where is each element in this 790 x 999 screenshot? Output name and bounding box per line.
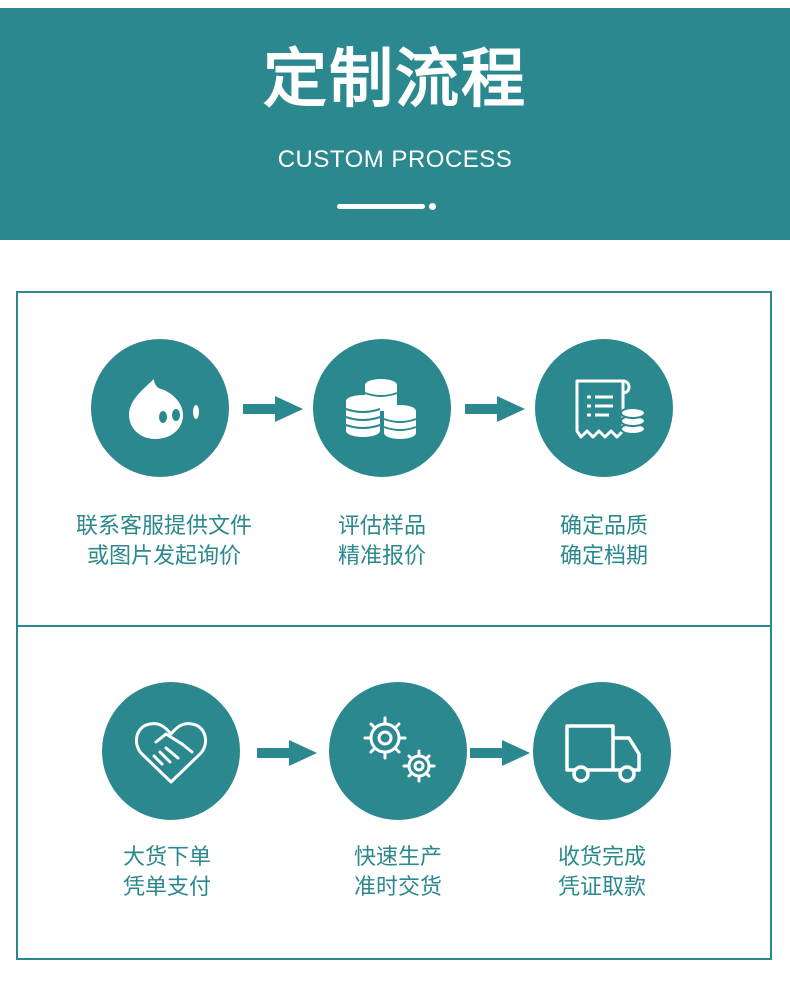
step-1-circle: [91, 339, 229, 477]
delivery-truck-icon: [565, 724, 641, 783]
step-5-line-1: 快速生产: [353, 845, 442, 870]
gears-icon: [363, 716, 436, 783]
arrow-right-icon: [470, 740, 530, 766]
page-subtitle: CUSTOM PROCESS: [277, 146, 513, 173]
chat-bubble-icon: [129, 379, 199, 439]
step-3-line-2: 确定档期: [559, 544, 648, 569]
arrow-right-icon: [243, 396, 303, 422]
arrow-right-icon: [257, 740, 317, 766]
step-4-circle: [102, 682, 240, 820]
step-5-line-2: 准时交货: [353, 875, 442, 900]
page-title: 定制流程: [263, 43, 527, 117]
step-6-circle: [533, 682, 671, 820]
step-2-label: 评估样品 精准报价: [262, 512, 502, 572]
arrow-right-icon: [465, 396, 525, 422]
step-2-circle: [313, 339, 451, 477]
step-4-label: 大货下单 凭单支付: [47, 843, 287, 903]
step-2-line-2: 精准报价: [337, 544, 426, 569]
header-banner: 定制流程 CUSTOM PROCESS: [0, 8, 790, 240]
step-6-line-1: 收货完成: [557, 845, 646, 870]
step-5-label: 快速生产 准时交货: [278, 843, 518, 903]
decorative-dot: [429, 203, 436, 210]
decorative-line: [337, 204, 425, 209]
handshake-heart-icon: [134, 722, 208, 784]
step-4-line-2: 凭单支付: [122, 875, 211, 900]
step-1-label: 联系客服提供文件 或图片发起询价: [44, 512, 284, 572]
step-5-circle: [329, 682, 467, 820]
step-2-line-1: 评估样品: [337, 514, 426, 539]
step-6-label: 收货完成 凭证取款: [482, 843, 722, 903]
step-3-label: 确定品质 确定档期: [484, 512, 724, 572]
step-3-circle: [535, 339, 673, 477]
step-1-line-1: 联系客服提供文件: [75, 514, 252, 539]
coins-stack-icon: [345, 379, 417, 439]
step-4-line-1: 大货下单: [122, 845, 211, 870]
step-1-line-2: 或图片发起询价: [86, 544, 241, 569]
step-3-line-1: 确定品质: [559, 514, 648, 539]
step-6-line-2: 凭证取款: [557, 875, 646, 900]
receipt-icon: [575, 379, 646, 439]
